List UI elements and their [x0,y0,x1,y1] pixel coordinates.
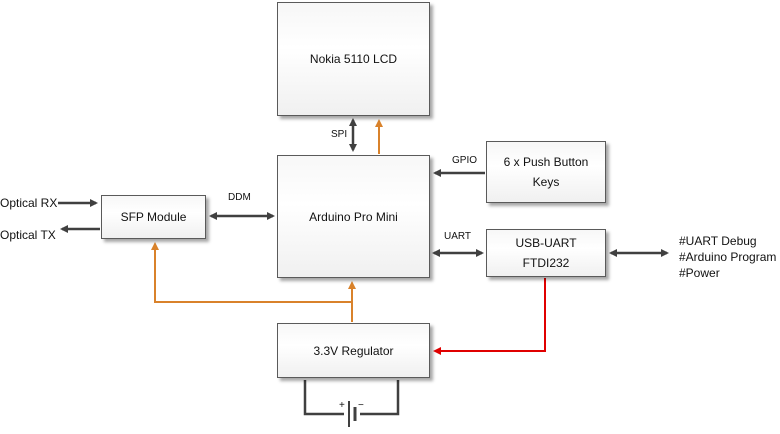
regulator-block: 3.3V Regulator [277,323,430,378]
mcu-block: Arduino Pro Mini [277,155,430,278]
battery-icon: + − [339,400,364,427]
svg-text:−: − [358,400,364,411]
sfp-block: SFP Module [101,195,206,239]
lcd-label: Nokia 5110 LCD [309,52,398,66]
mcu-label: Arduino Pro Mini [309,209,398,224]
uart-debug-label: #UART Debug [679,234,757,248]
keys-label-line1: 6 x Push Button [503,155,589,169]
power-label: #Power [679,266,720,280]
usb-uart-label-line1: USB-UART [515,236,577,250]
lcd-block: Nokia 5110 LCD [277,2,430,116]
gpio-label: GPIO [452,155,478,166]
battery-wire [303,380,344,416]
usb-uart-label-line2: FTDI232 [522,256,570,270]
svg-text:+: + [339,400,345,411]
spi-label: SPI [331,129,348,140]
optical-rx-label: Optical RX [0,196,58,210]
uart-label: UART [444,231,472,242]
regulator-label: 3.3V Regulator [313,343,394,358]
optical-tx-label: Optical TX [0,228,56,242]
arduino-program-label: #Arduino Program [679,250,777,264]
sfp-label: SFP Module [120,210,187,224]
battery-wire-right [360,380,400,416]
usb-uart-block: USB-UART FTDI232 [486,229,606,277]
keys-block: 6 x Push Button Keys [486,141,606,203]
keys-label-line2: Keys [532,175,560,189]
ddm-label: DDM [228,192,251,203]
reg-to-sfp-line [151,242,352,303]
usb-5v-line [433,278,546,355]
